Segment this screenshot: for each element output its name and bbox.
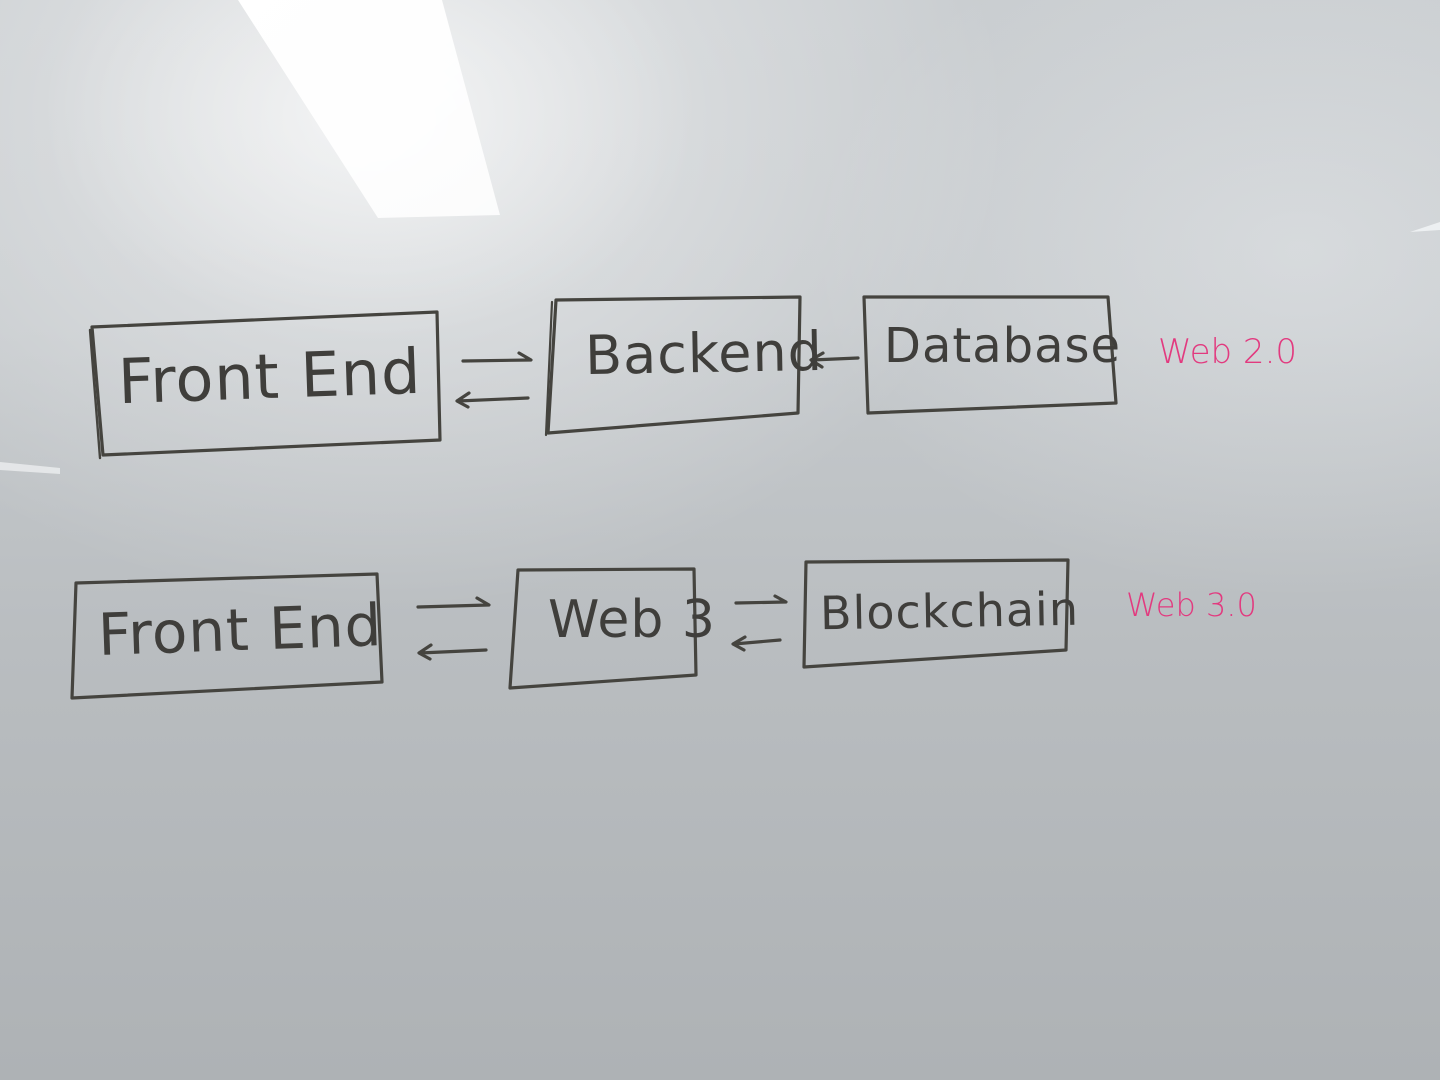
arrow-frontend-to-backend (461, 351, 533, 363)
arrow-web3-to-frontend (417, 643, 488, 661)
frontend-1-label: Front End (116, 334, 423, 419)
web2-tag: Web 2.0 (1158, 332, 1298, 372)
arrow-blockchain-to-web3 (731, 635, 782, 652)
arrow-database-to-backend (809, 351, 860, 369)
database-label: Database (884, 318, 1122, 374)
frontend-2-label: Front End (96, 591, 384, 669)
frontend-2-box (70, 572, 384, 700)
arrow-backend-to-frontend (455, 391, 530, 409)
web3-label: Web 3 (548, 590, 716, 650)
backend-box (546, 295, 802, 435)
backend-label: Backend (584, 319, 824, 388)
blockchain-label: Blockchain (819, 581, 1080, 641)
web3-tag: Web 3.0 (1126, 586, 1257, 624)
frontend-1-box (90, 310, 442, 457)
web3-box (508, 567, 698, 690)
arrow-frontend-to-web3 (416, 596, 491, 609)
arrow-web3-to-blockchain (734, 594, 788, 605)
blockchain-box (802, 558, 1070, 669)
database-box (862, 295, 1118, 415)
